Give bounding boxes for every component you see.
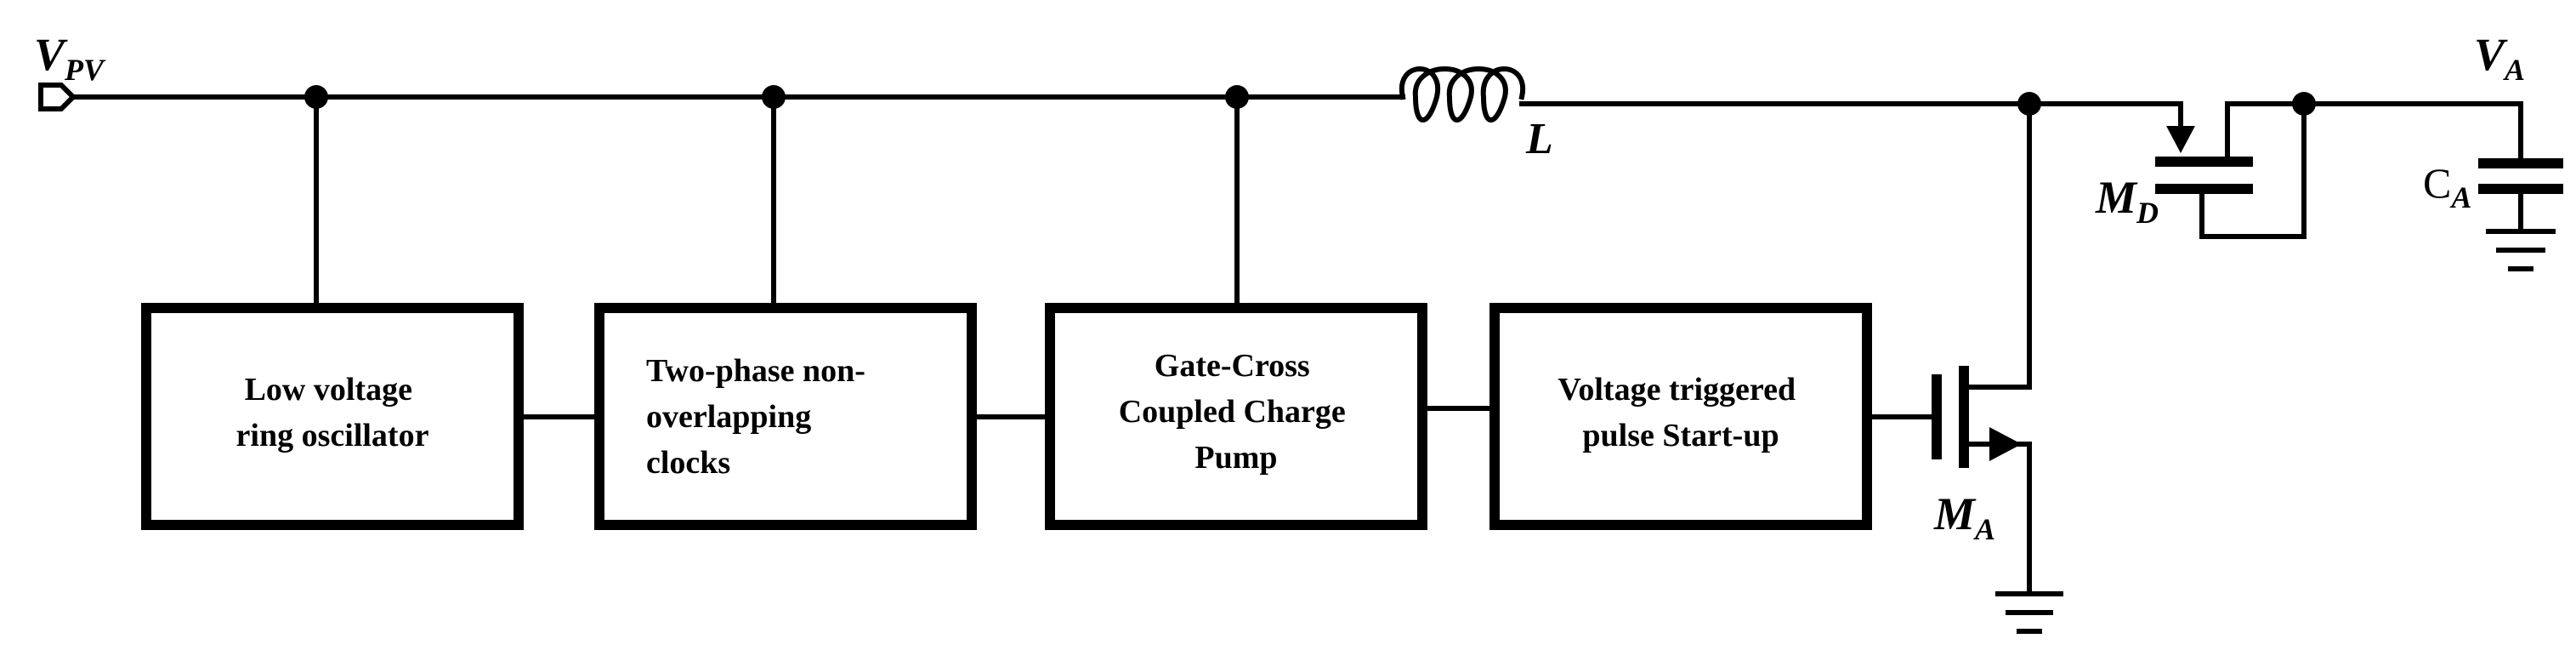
ma-source-arrow [1989, 427, 2022, 461]
ma-drain-wire [1961, 101, 2032, 390]
block-charge-pump [1045, 303, 1427, 530]
va-label: VA [2474, 29, 2525, 87]
ground-icon [1995, 591, 2063, 634]
input-port-symbol [38, 83, 77, 111]
block-two-phase-clocks [594, 303, 977, 530]
ma-label: MA [1933, 488, 1995, 546]
block-ring-oscillator [141, 303, 524, 530]
block-two-phase-clocks-text: Two-phase non- overlapping clocks [646, 353, 873, 481]
md-label: MD [2095, 172, 2159, 230]
md-gate-wire [2199, 101, 2306, 239]
block-startup [1489, 303, 1872, 530]
ground-icon [2486, 229, 2556, 271]
ca-label: CA [2423, 159, 2471, 214]
block-ring-oscillator-text: Low voltage ring oscillator [236, 372, 429, 453]
ma-source-wire [1961, 442, 2032, 596]
inductor-symbol [1399, 66, 1526, 123]
block-charge-pump-text: Gate-Cross Coupled Charge Pump [1119, 348, 1354, 476]
vpv-label: VPV [34, 29, 106, 87]
inductor-label: L [1525, 115, 1553, 163]
md-drain-arrow [2166, 126, 2195, 153]
block-startup-text: Voltage triggered pulse Start-up [1558, 372, 1803, 453]
